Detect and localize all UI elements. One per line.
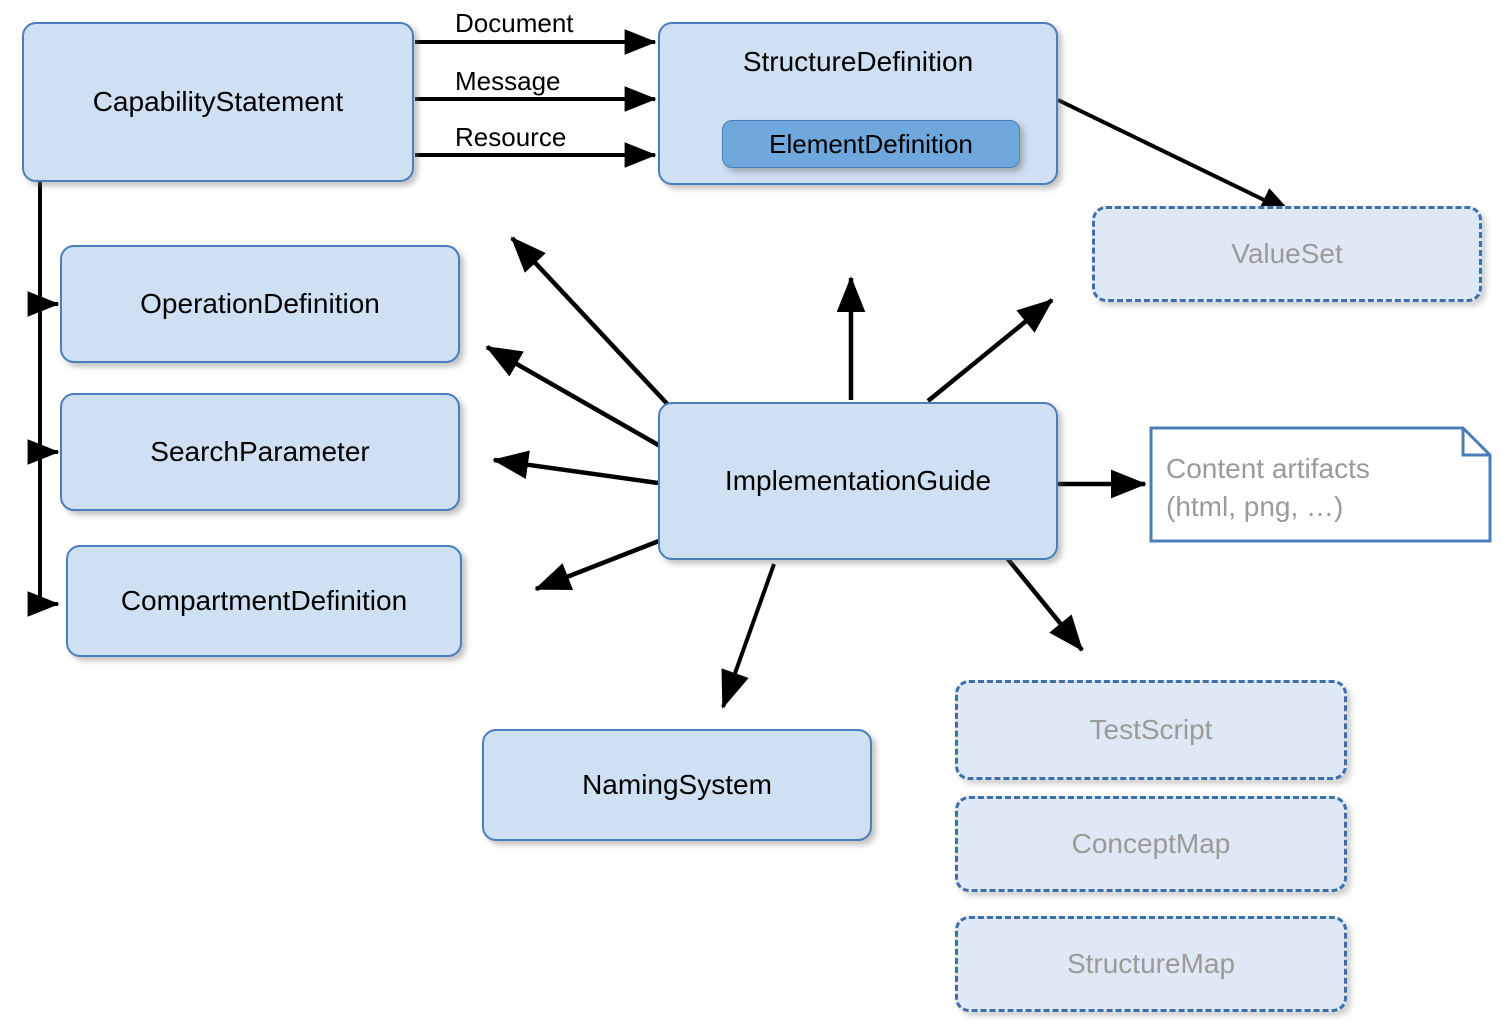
- edge-label-document: Document: [455, 8, 574, 38]
- node-compartment-definition[interactable]: CompartmentDefinition: [66, 545, 462, 657]
- node-implementation-guide[interactable]: ImplementationGuide: [658, 402, 1058, 560]
- node-capability-statement[interactable]: CapabilityStatement: [22, 22, 414, 182]
- node-element-definition[interactable]: ElementDefinition: [722, 120, 1020, 168]
- edge-implementationguide-operationdefinition: [485, 345, 662, 448]
- node-search-parameter[interactable]: SearchParameter: [60, 393, 460, 511]
- node-label: StructureDefinition: [742, 46, 974, 77]
- node-content-artifacts[interactable]: Content artifacts (html, png, …): [1166, 453, 1370, 522]
- edge-implementationguide-capabilitystatement: [510, 236, 674, 411]
- node-label: NamingSystem: [582, 769, 772, 800]
- edge-label-resource: Resource: [455, 122, 567, 152]
- node-naming-system[interactable]: NamingSystem: [482, 729, 872, 841]
- node-label: CompartmentDefinition: [120, 585, 408, 616]
- node-value-set[interactable]: ValueSet: [1092, 206, 1482, 302]
- content-artifacts-note-shape: [1149, 426, 1492, 543]
- edge-implementationguide-compartmentdefinition: [534, 536, 665, 592]
- edge-label-message: Message: [455, 66, 561, 96]
- node-label: StructureMap: [1066, 948, 1236, 979]
- node-label: ConceptMap: [1071, 828, 1231, 859]
- node-label: ElementDefinition: [769, 128, 973, 159]
- node-label: SearchParameter: [150, 436, 370, 467]
- node-test-script[interactable]: TestScript: [955, 680, 1347, 780]
- node-label: CapabilityStatement: [92, 86, 344, 117]
- node-structure-map[interactable]: StructureMap: [955, 916, 1347, 1012]
- node-concept-map[interactable]: ConceptMap: [955, 796, 1347, 892]
- node-label: ValueSet: [1231, 238, 1343, 269]
- node-label: ImplementationGuide: [724, 465, 992, 496]
- node-label: TestScript: [1089, 714, 1213, 745]
- edge-implementationguide-searchparameter: [492, 450, 659, 486]
- node-label: OperationDefinition: [140, 288, 380, 319]
- edge-implementationguide-testscript: [1005, 556, 1084, 652]
- edge-implementationguide-namingsystem: [721, 563, 776, 709]
- edge-structuredefinition-valueset: [1057, 98, 1293, 215]
- edge-implementationguide-valueset: [926, 298, 1054, 403]
- node-operation-definition[interactable]: OperationDefinition: [60, 245, 460, 363]
